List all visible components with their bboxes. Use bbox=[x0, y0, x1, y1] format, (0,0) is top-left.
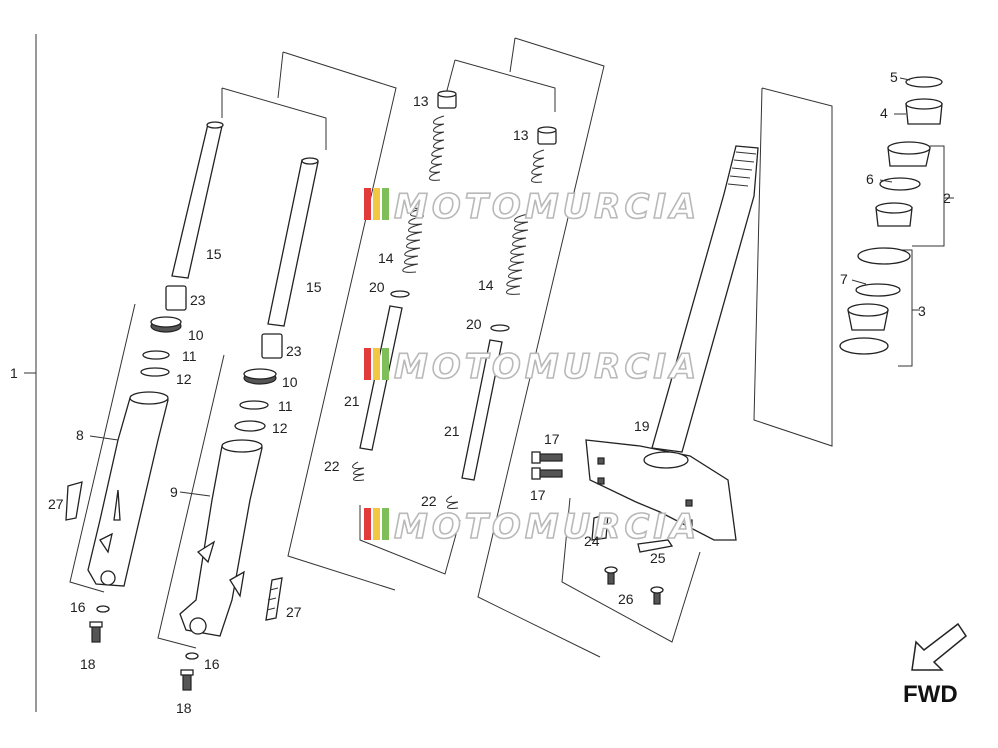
label-25: 25 bbox=[650, 550, 666, 566]
label-16-left: 16 bbox=[70, 599, 86, 615]
watermark-text: MOTOMURCIA bbox=[394, 187, 700, 227]
fork-tube-right bbox=[267, 157, 319, 327]
label-9: 9 bbox=[170, 484, 178, 500]
label-11-right: 11 bbox=[278, 398, 293, 414]
clip-part-left bbox=[65, 481, 83, 521]
label-18-left: 18 bbox=[80, 656, 96, 672]
label-3: 3 bbox=[918, 303, 926, 319]
washer-bolt-left bbox=[89, 605, 110, 643]
label-1: 1 bbox=[10, 365, 18, 381]
leader-lines bbox=[89, 77, 911, 497]
label-10-left: 10 bbox=[188, 327, 204, 343]
label-5: 5 bbox=[890, 69, 898, 85]
label-7: 7 bbox=[840, 271, 848, 287]
forward-arrow-icon: FWD bbox=[903, 622, 968, 708]
label-23-left: 23 bbox=[190, 292, 206, 308]
fork-leg-right bbox=[179, 439, 263, 637]
label-8: 8 bbox=[76, 427, 84, 443]
watermark-bottom: MOTOMURCIA bbox=[364, 506, 700, 548]
label-11-left: 11 bbox=[182, 348, 197, 364]
label-16-right: 16 bbox=[204, 656, 220, 672]
label-22-left: 22 bbox=[324, 458, 340, 474]
label-27-right: 27 bbox=[286, 604, 302, 620]
label-15-right: 15 bbox=[306, 279, 322, 295]
label-20-left: 20 bbox=[369, 279, 385, 295]
label-27-left: 27 bbox=[48, 496, 64, 512]
label-23-right: 23 bbox=[286, 343, 302, 359]
fork-leg-left bbox=[87, 391, 169, 587]
label-22-right: 22 bbox=[421, 493, 437, 509]
ring-20-parts bbox=[390, 290, 510, 332]
seal-set-left bbox=[140, 285, 187, 377]
bearing-stack bbox=[839, 76, 943, 355]
group-frames bbox=[69, 37, 954, 658]
label-13-right: 13 bbox=[513, 127, 529, 143]
label-15-left: 15 bbox=[206, 246, 222, 262]
label-6: 6 bbox=[866, 171, 874, 187]
label-24: 24 bbox=[584, 533, 600, 549]
label-14-left: 14 bbox=[378, 250, 394, 266]
small-parts-24-26 bbox=[591, 513, 674, 605]
clip-part-right bbox=[265, 577, 283, 621]
label-26: 26 bbox=[618, 591, 634, 607]
watermark-text: MOTOMURCIA bbox=[394, 507, 700, 547]
direction-label: FWD bbox=[903, 681, 958, 708]
callout-labels: 1 2 3 4 5 6 7 8 9 10 10 11 11 12 12 13 1… bbox=[10, 69, 951, 716]
damper-rod-right bbox=[461, 339, 503, 481]
cap-right bbox=[537, 126, 557, 145]
small-spring-parts bbox=[352, 461, 459, 509]
seal-set-right bbox=[234, 333, 283, 432]
label-19: 19 bbox=[634, 418, 650, 434]
watermark-middle: MOTOMURCIA bbox=[364, 346, 700, 388]
watermark-text: MOTOMURCIA bbox=[394, 347, 700, 387]
label-2: 2 bbox=[943, 190, 951, 206]
steering-stem bbox=[585, 145, 759, 541]
label-21-right: 21 bbox=[444, 423, 460, 439]
label-17-top: 17 bbox=[544, 431, 560, 447]
main-bracket bbox=[24, 34, 37, 712]
label-14-right: 14 bbox=[478, 277, 494, 293]
cap-left bbox=[437, 90, 457, 109]
watermark-top: MOTOMURCIA bbox=[364, 186, 700, 228]
label-20-right: 20 bbox=[466, 316, 482, 332]
label-21-left: 21 bbox=[344, 393, 360, 409]
bolt-17-parts bbox=[531, 451, 563, 480]
label-4: 4 bbox=[880, 105, 888, 121]
label-13-left: 13 bbox=[413, 93, 429, 109]
label-18-right: 18 bbox=[176, 700, 192, 716]
label-10-right: 10 bbox=[282, 374, 298, 390]
fork-tube-left bbox=[171, 121, 224, 279]
label-12-right: 12 bbox=[272, 420, 288, 436]
spring-left bbox=[402, 115, 445, 273]
spring-right bbox=[506, 149, 545, 295]
label-17-bottom: 17 bbox=[530, 487, 546, 503]
label-12-left: 12 bbox=[176, 371, 192, 387]
damper-rod-left bbox=[359, 305, 403, 451]
washer-bolt-right bbox=[180, 652, 199, 691]
